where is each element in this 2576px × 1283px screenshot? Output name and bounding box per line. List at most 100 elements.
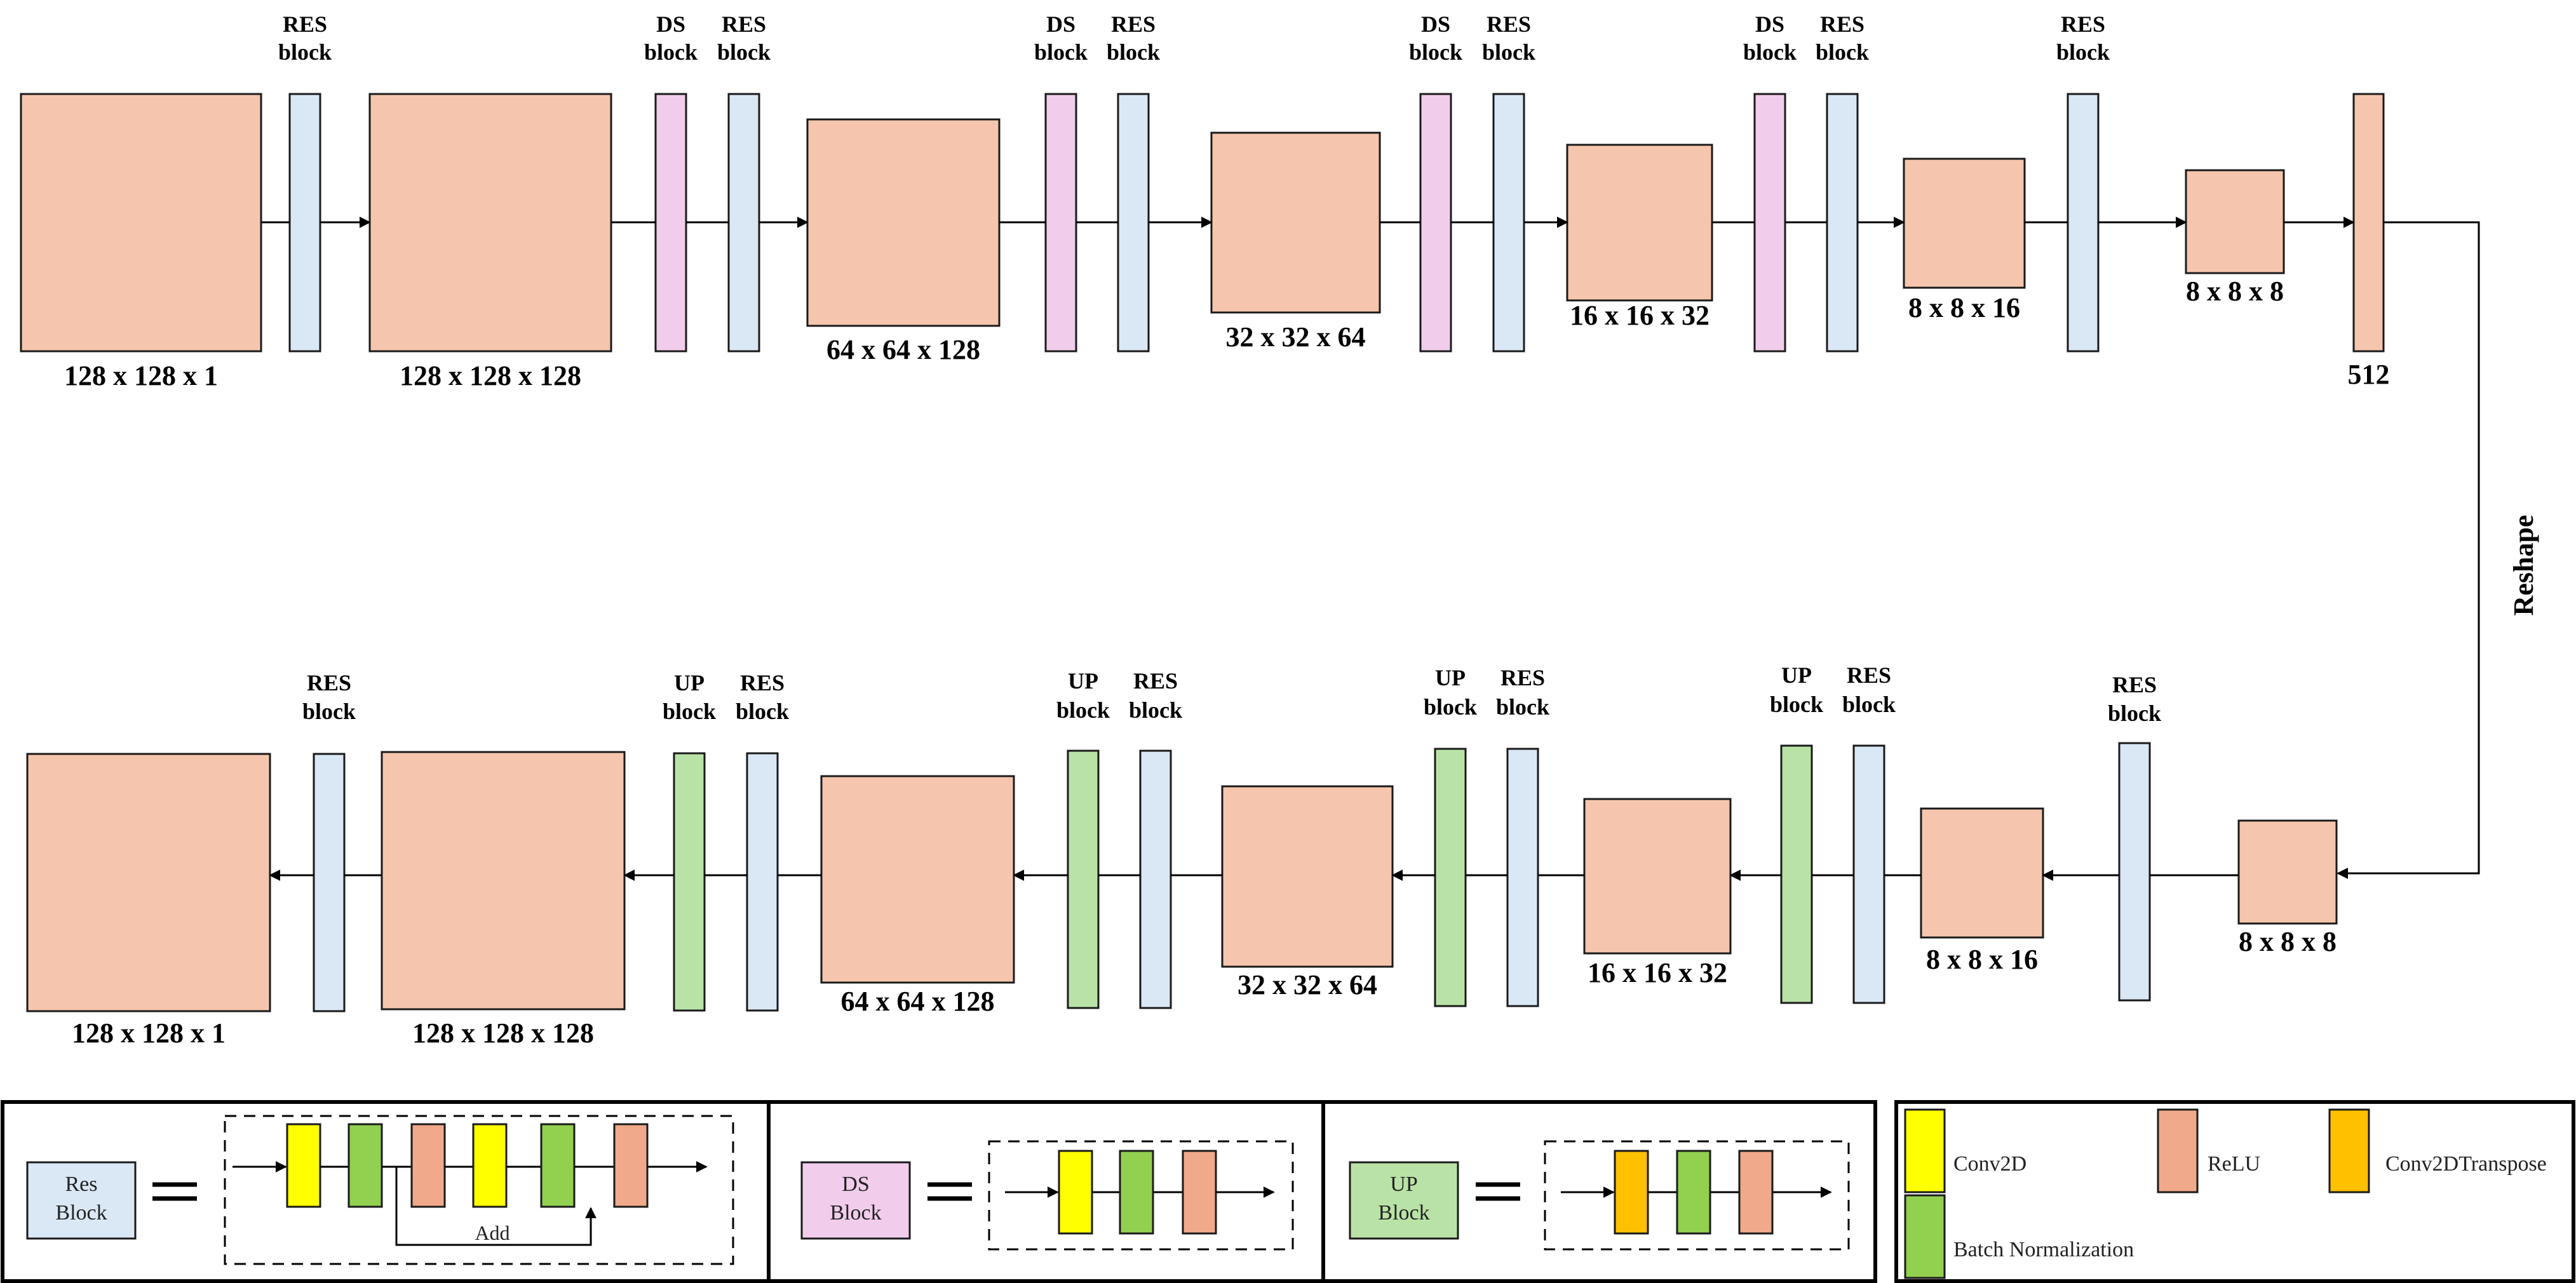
decoder-feature-map: [1221, 785, 1394, 968]
batch-norm-layer: [347, 1123, 383, 1208]
decoder-map-label: 8 x 8 x 16: [1926, 944, 2038, 975]
conv2d-transpose-layer: [1614, 1150, 1649, 1235]
decoder-map-label: 64 x 64 x 128: [841, 986, 995, 1017]
decoder-feature-map: [1920, 807, 2044, 939]
decoder-feature-map: [820, 775, 1015, 984]
encoder-feature-map: [20, 93, 262, 353]
relu-layer: [410, 1123, 446, 1208]
decoder-map-label: 32 x 32 x 64: [1237, 969, 1377, 1000]
legend-ds-block-box: [800, 1161, 911, 1240]
encoder-map-label: 64 x 64 x 128: [826, 334, 980, 365]
key-conv2d-swatch: [1904, 1108, 1946, 1193]
up-block-dashed-frame: [1544, 1140, 1850, 1251]
key-conv2d-label: Conv2D: [1953, 1152, 2026, 1176]
key-batch-norm-swatch: [1904, 1194, 1946, 1279]
encoder-map-label: 32 x 32 x 64: [1226, 321, 1366, 353]
key-conv2d-transpose-label: Conv2DTranspose: [2385, 1152, 2547, 1176]
batch-norm-layer: [1676, 1150, 1711, 1235]
add-label: Add: [475, 1221, 509, 1244]
legend-up-block-box: [1349, 1161, 1459, 1240]
decoder-feature-map: [1583, 798, 1732, 955]
decoder-up-block: [673, 752, 706, 1012]
encoder-map-label: 512: [2348, 359, 2390, 390]
encoder-feature-map: [2352, 93, 2385, 353]
encoder-map-label: 128 x 128 x 128: [400, 360, 581, 391]
decoder-res-block: [1139, 749, 1172, 1009]
relu-layer: [1182, 1150, 1217, 1235]
encoder-res-block: [1826, 93, 1859, 353]
encoder-map-label: 8 x 8 x 8: [2186, 276, 2284, 307]
decoder-feature-map: [381, 751, 626, 1011]
decoder-map-label: 128 x 128 x 1: [72, 1018, 226, 1049]
legend-frame-blocks: [1, 1100, 1877, 1283]
skip-connection-arrow: [395, 1167, 597, 1246]
encoder-feature-map: [1210, 131, 1381, 314]
key-batch-norm-label: Batch Normalization: [1953, 1238, 2134, 1261]
decoder-res-block: [746, 752, 779, 1012]
reshape-connector: [2337, 221, 2480, 879]
conv2d-layer: [286, 1123, 321, 1208]
conv2d-layer: [1058, 1150, 1093, 1235]
encoder-res-block: [727, 93, 760, 353]
encoder-res-block: [288, 93, 321, 353]
encoder-feature-map: [2185, 169, 2285, 274]
encoder-feature-map: [806, 118, 1001, 327]
reshape-label: Reshape: [2508, 515, 2539, 616]
main-flow: 128 x 128 x 1 128 x 128 x 128 64 x 64 x 12…: [20, 11, 2539, 1049]
conv2d-layer: [472, 1123, 508, 1208]
relu-layer: [613, 1123, 649, 1208]
encoder-map-label: 128 x 128 x 1: [64, 360, 218, 391]
encoder-feature-map: [1566, 144, 1713, 302]
decoder-map-label: 128 x 128 x 128: [412, 1018, 594, 1049]
encoder-map-label: 16 x 16 x 32: [1570, 300, 1709, 331]
decoder-feature-map: [26, 753, 271, 1012]
decoder-up-block: [1434, 748, 1467, 1007]
decoder-up-block: [1067, 749, 1100, 1009]
key-relu-swatch: [2157, 1108, 2199, 1193]
decoder-map-label: 8 x 8 x 8: [2239, 926, 2337, 957]
encoder-feature-map: [1903, 158, 2026, 289]
legend-frame-layers: [1894, 1100, 2575, 1283]
decoder-res-block: [1506, 748, 1539, 1007]
encoder-res-block: [2067, 93, 2100, 353]
encoder-ds-block: [1044, 93, 1077, 353]
encoder-res-block: [1117, 93, 1150, 353]
key-conv2d-transpose-swatch: [2328, 1108, 2370, 1193]
res-block-dashed-frame: [224, 1115, 734, 1265]
decoder-res-block: [2118, 742, 2151, 1002]
decoder-feature-map: [2237, 819, 2338, 925]
decoder-map-label: 16 x 16 x 32: [1588, 957, 1727, 988]
key-relu-label: ReLU: [2208, 1152, 2260, 1176]
encoder-res-block: [1492, 93, 1525, 353]
legend-res-block-box: [26, 1161, 137, 1240]
relu-layer: [1738, 1150, 1774, 1235]
ds-block-dashed-frame: [988, 1140, 1294, 1251]
encoder-feature-map: [368, 93, 612, 353]
encoder-ds-block: [1753, 93, 1786, 353]
encoder-ds-block: [1419, 93, 1452, 353]
decoder-res-block: [1852, 744, 1885, 1004]
decoder-res-block: [313, 753, 346, 1012]
